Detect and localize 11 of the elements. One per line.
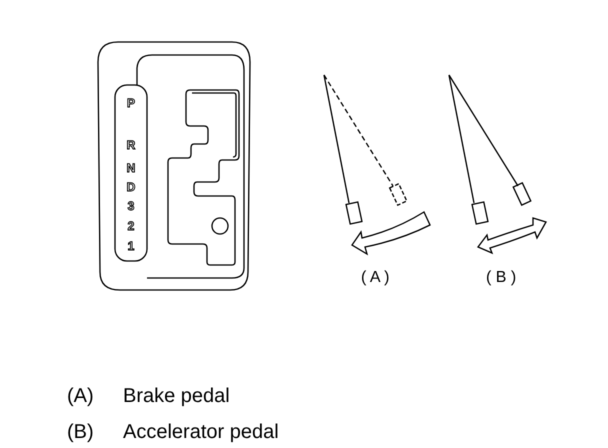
figure-label: ( B ) (486, 270, 516, 286)
legend-key: (A) (67, 386, 94, 406)
legend-key: (B) (67, 422, 94, 442)
legend-text: Accelerator pedal (123, 422, 279, 442)
gear-position-label: N (126, 162, 136, 174)
gear-position-label: D (126, 181, 136, 193)
gear-position-label: 1 (126, 240, 136, 252)
gear-position-label: P (126, 97, 136, 109)
figure-label: ( A ) (361, 270, 390, 286)
legend-text: Brake pedal (123, 386, 230, 406)
gear-position-label: R (126, 139, 137, 151)
